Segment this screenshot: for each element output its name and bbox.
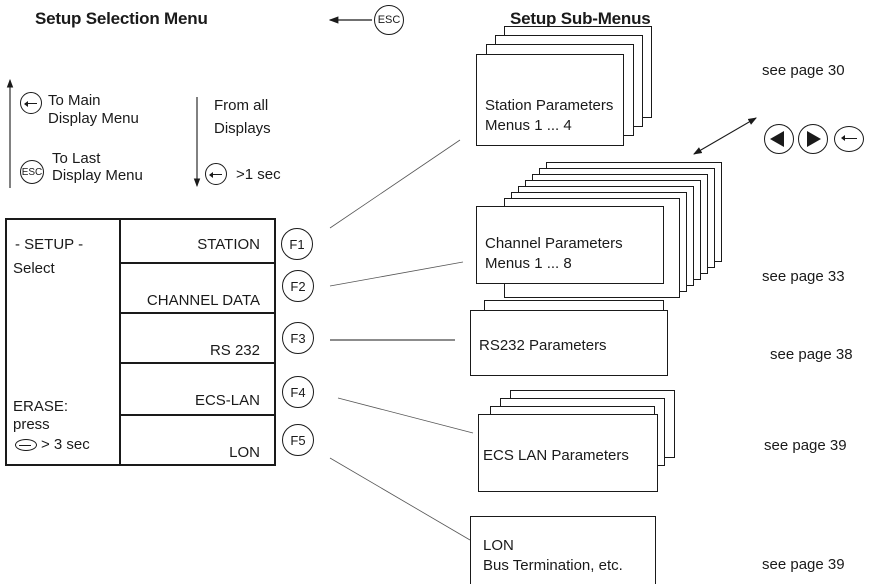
menu-item-channel-data[interactable]: CHANNEL DATA — [146, 292, 260, 309]
lon-page-ref: see page 39 — [762, 556, 845, 573]
esc-icon: ESC — [20, 160, 44, 184]
to-last-line1: To Last — [52, 150, 101, 167]
from-all-line2: Displays — [214, 120, 271, 137]
erase-line2: press — [13, 416, 50, 433]
f4-key[interactable]: F4 — [282, 376, 314, 408]
menu-item-rs232[interactable]: RS 232 — [209, 342, 260, 359]
channel-page-ref: see page 33 — [762, 268, 845, 285]
connector-f1 — [329, 139, 461, 229]
setup-menu-box: - SETUP - Select ERASE: press > 3 sec ST… — [5, 218, 276, 466]
connector-f2 — [329, 261, 464, 287]
erase-line3: > 3 sec — [41, 436, 90, 453]
enter-icon — [15, 439, 37, 451]
to-main-line1: To Main — [48, 92, 101, 109]
right-arrow-icon — [798, 124, 828, 154]
to-last-line2: Display Menu — [52, 167, 143, 184]
enter-icon — [834, 126, 864, 152]
ecs-lan-page-ref: see page 39 — [764, 437, 847, 454]
from-all-line1: From all — [214, 97, 269, 114]
ecs-lan-submenu-box: ECS LAN Parameters — [478, 414, 658, 492]
menu-item-station[interactable]: STATION — [197, 236, 260, 253]
station-page-ref: see page 30 — [762, 62, 845, 79]
lon-submenu-line2: Bus Termination, etc. — [483, 557, 623, 574]
to-main-line2: Display Menu — [48, 110, 139, 127]
esc-key-icon: ESC — [374, 5, 404, 35]
double-arrow — [693, 117, 757, 155]
f5-key[interactable]: F5 — [282, 424, 314, 456]
header-setup-selection: Setup Selection Menu — [35, 9, 208, 28]
rs232-submenu-box: RS232 Parameters — [470, 310, 668, 376]
channel-submenu-line2: Menus 1 ... 8 — [485, 255, 572, 272]
station-submenu-line1: Station Parameters — [485, 97, 614, 114]
lon-submenu-box: LON Bus Termination, etc. — [470, 516, 656, 584]
station-submenu-box: Station Parameters Menus 1 ... 4 — [476, 54, 624, 146]
left-arrow-icon — [764, 124, 794, 154]
f3-key[interactable]: F3 — [282, 322, 314, 354]
lon-submenu-line1: LON — [483, 537, 514, 554]
f1-key[interactable]: F1 — [281, 228, 313, 260]
channel-submenu-box: Channel Parameters Menus 1 ... 8 — [476, 206, 664, 284]
enter-icon — [20, 92, 42, 114]
rs232-submenu-line1: RS232 Parameters — [479, 337, 607, 354]
menu-item-lon[interactable]: LON — [229, 444, 260, 461]
channel-submenu-line1: Channel Parameters — [485, 235, 623, 252]
rs232-page-ref: see page 38 — [770, 346, 853, 363]
connector-f5 — [329, 457, 471, 541]
hold-duration: >1 sec — [236, 166, 281, 183]
f2-key[interactable]: F2 — [282, 270, 314, 302]
ecs-lan-submenu-line1: ECS LAN Parameters — [483, 447, 629, 464]
setup-title: - SETUP - — [15, 236, 84, 253]
erase-line1: ERASE: — [13, 398, 69, 415]
select-label: Select — [13, 260, 55, 277]
menu-divider — [119, 220, 121, 464]
header-setup-submenus: Setup Sub-Menus — [510, 9, 651, 28]
menu-item-ecs-lan[interactable]: ECS-LAN — [194, 392, 260, 409]
connector-f4 — [337, 397, 474, 434]
station-submenu-line2: Menus 1 ... 4 — [485, 117, 572, 134]
enter-icon — [205, 163, 227, 185]
